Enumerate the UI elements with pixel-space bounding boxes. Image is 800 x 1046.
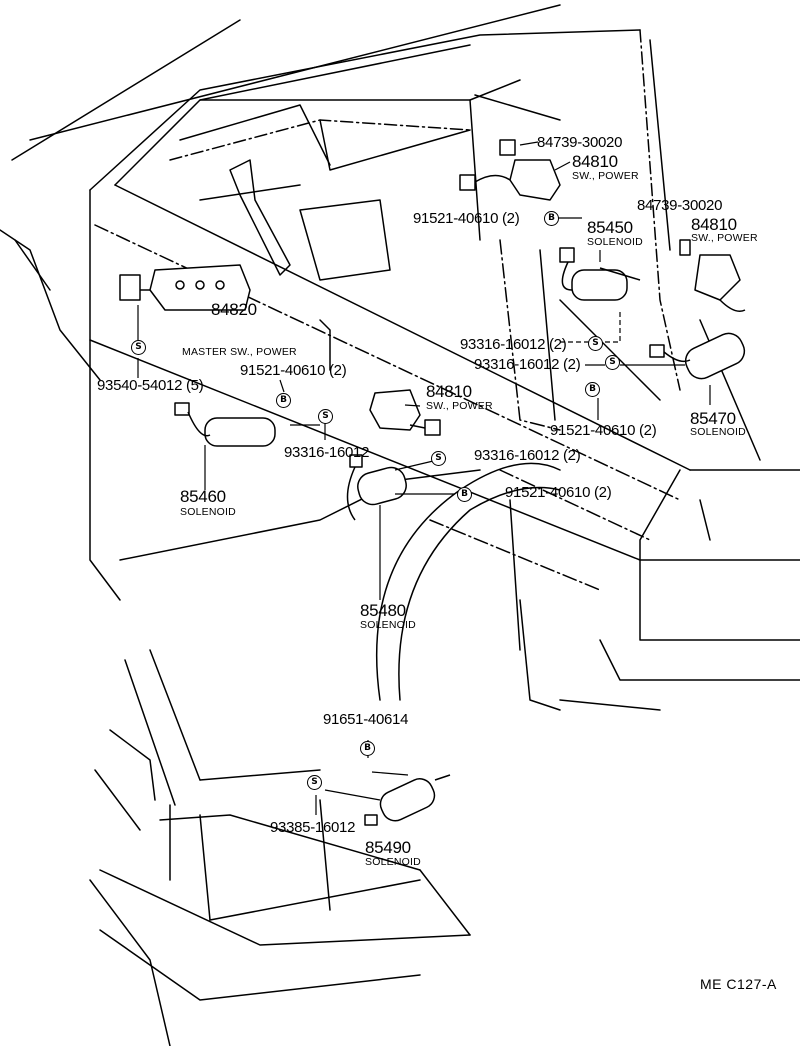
part-number-93316-16012-d: 93316-16012 (2) [474,447,581,464]
part-description-84810-upper: SW., POWER [572,170,639,182]
part-number-84810-upper: 84810 [572,152,618,171]
part-description-84820: MASTER SW., POWER [182,346,297,358]
power-switch-84810-right [679,239,746,312]
part-description-85490: SOLENOID [365,856,421,868]
part-number-93385-16012: 93385-16012 [270,819,356,836]
solenoid-85450 [559,247,641,301]
screw-symbol: S [318,409,333,424]
part-number-91651-40614: 91651-40614 [323,711,409,728]
part-description-84810-middle: SW., POWER [426,400,493,412]
part-description-85450: SOLENOID [587,236,643,248]
bolt-symbol: B [544,211,559,226]
screw-symbol: S [605,355,620,370]
part-description-85480: SOLENOID [360,619,416,631]
part-description-84810-right: SW., POWER [691,232,758,244]
solenoid-85470 [649,332,746,380]
part-number-85490: 85490 [365,838,411,857]
part-number-91521-40610-right: 91521-40610 (2) [550,422,657,439]
part-number-84810-middle: 84810 [426,382,472,401]
screw-symbol: S [588,336,603,351]
screw-symbol: S [431,451,446,466]
part-number-85450: 85450 [587,218,633,237]
part-description-85460: SOLENOID [180,506,236,518]
part-number-85480: 85480 [360,601,406,620]
part-number-93316-16012-b: 93316-16012 (2) [474,356,581,373]
screw-symbol: S [307,775,322,790]
part-number-85470: 85470 [690,409,736,428]
part-number-93540-54012: 93540-54012 (5) [97,377,204,394]
figure-code: ME C127-A [700,976,777,992]
part-number-91521-40610-top: 91521-40610 (2) [413,210,520,227]
solenoid-85460 [174,402,276,447]
part-number-93316-16012-a: 93316-16012 (2) [460,336,567,353]
solenoid-85490 [364,774,451,826]
part-number-91521-40610-left: 91521-40610 (2) [240,362,347,379]
bolt-symbol: B [360,741,375,756]
power-switch-84810-middle [369,389,441,436]
bolt-symbol: B [457,487,472,502]
part-number-91521-40610-lower: 91521-40610 (2) [505,484,612,501]
part-number-84739-30020-right: 84739-30020 [637,197,723,214]
part-number-84810-right: 84810 [691,215,737,234]
power-switch-84810-upper [459,139,561,201]
bolt-symbol: B [585,382,600,397]
part-number-84820: 84820 [211,300,257,319]
part-description-85470: SOLENOID [690,426,746,438]
roof-edge-line [29,4,561,141]
master-power-switch-84820 [119,264,251,311]
part-number-85460: 85460 [180,487,226,506]
screw-symbol: S [131,340,146,355]
part-number-84739-30020-upper: 84739-30020 [537,134,623,151]
solenoid-85480 [346,454,407,521]
bolt-symbol: B [276,393,291,408]
part-number-93316-16012-c: 93316-16012 [284,444,370,461]
